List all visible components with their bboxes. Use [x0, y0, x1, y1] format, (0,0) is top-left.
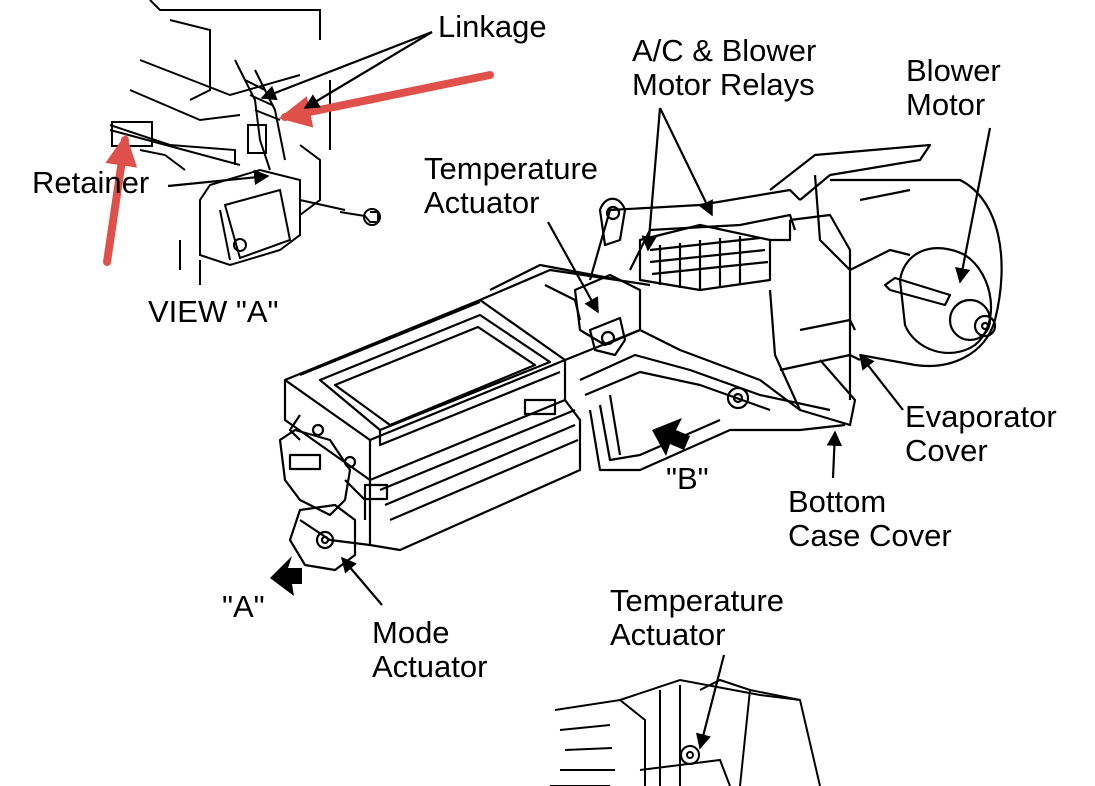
view-a-caption: VIEW "A"	[148, 294, 279, 329]
a-marker-label: "A"	[222, 589, 265, 624]
view-a-block-arrow	[270, 556, 302, 596]
bottom-case-cover-label: Bottom Case Cover	[788, 484, 952, 553]
highlight-arrows	[103, 71, 494, 266]
temperature-actuator-label-top: Temperature Actuator	[424, 151, 599, 220]
mode-actuator-label: Mode Actuator	[372, 615, 488, 684]
temperature-actuator-detail-inset	[550, 678, 821, 786]
evaporator-cover-label: Evaporator Cover	[905, 399, 1057, 468]
linkage-label: Linkage	[438, 9, 547, 44]
blower-motor-label: Blower Motor	[906, 53, 1001, 122]
b-marker-label: "B"	[666, 461, 709, 496]
view-a-inset	[109, 0, 381, 285]
view-b-block-arrow	[652, 418, 690, 456]
leader-arrows	[167, 30, 992, 750]
temperature-actuator-label-bottom: Temperature Actuator	[610, 583, 785, 652]
relays-label: A/C & Blower Motor Relays	[632, 33, 817, 102]
retainer-label: Retainer	[32, 165, 150, 200]
